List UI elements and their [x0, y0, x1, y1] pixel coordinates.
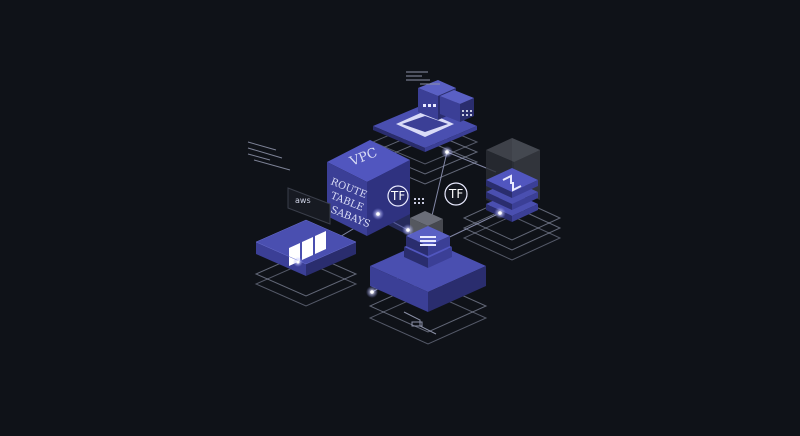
- dots-icon: [414, 198, 424, 204]
- list-icon: [420, 236, 436, 246]
- server-stack-node[interactable]: [371, 71, 479, 185]
- right-stack-node[interactable]: [462, 138, 562, 261]
- glow-points: [293, 146, 506, 298]
- left-code-lines: [247, 141, 291, 171]
- bracket-icon: [502, 174, 522, 192]
- center-platform-node[interactable]: [368, 226, 488, 345]
- dots-icon: [462, 110, 472, 116]
- small-connector: [403, 311, 437, 335]
- aws-tag-label: aws: [295, 196, 311, 205]
- aws-tag: aws: [287, 187, 331, 225]
- vpc-cube-node[interactable]: VPC ROUTE TABLE SABAYS TF: [327, 140, 410, 236]
- code-lines: [406, 71, 440, 85]
- tf-badge-left: TF: [390, 189, 405, 203]
- tf-badge-right-node[interactable]: TF: [414, 182, 468, 206]
- tf-badge-right: TF: [448, 187, 463, 201]
